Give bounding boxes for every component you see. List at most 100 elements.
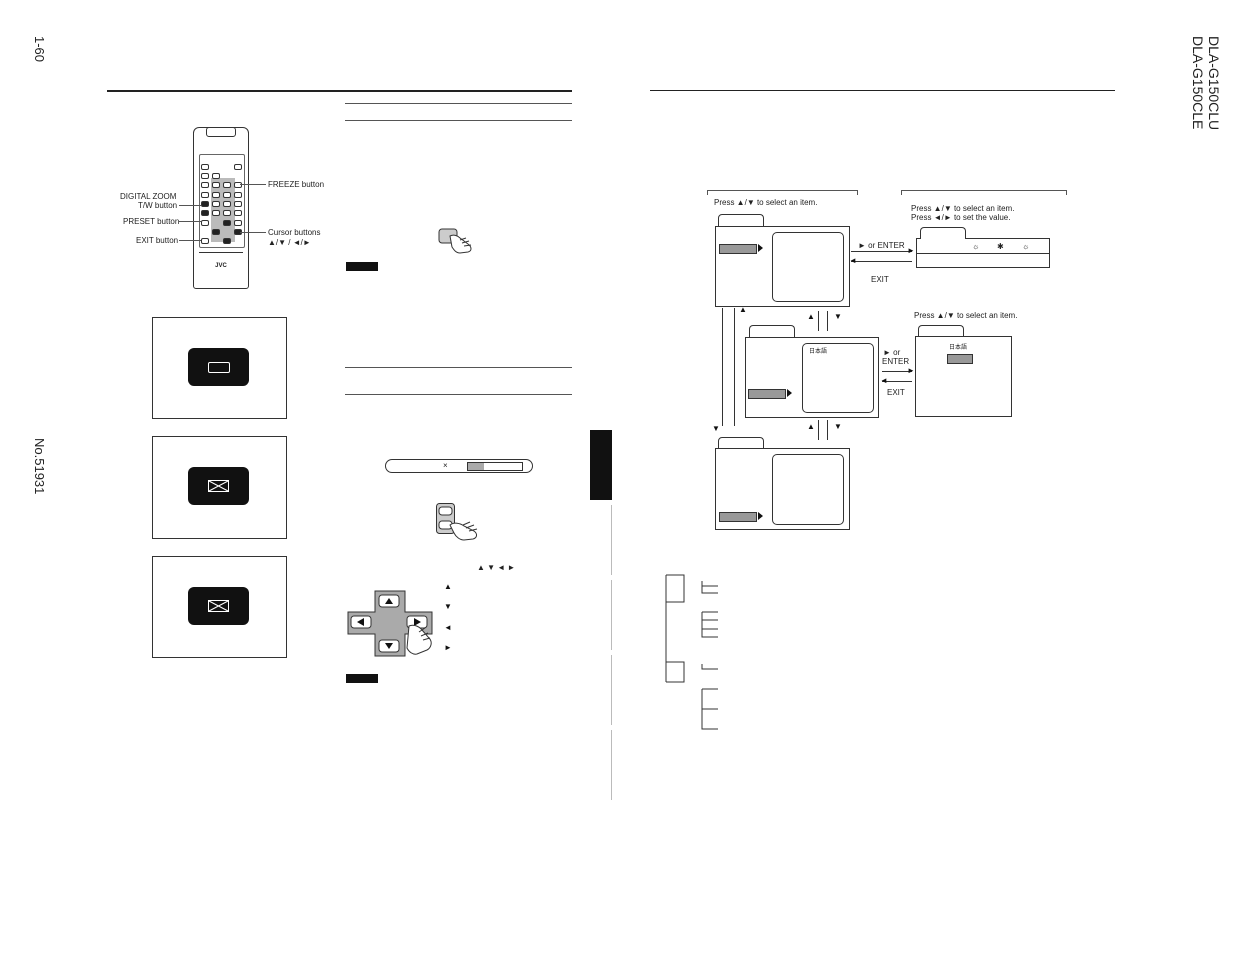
flow-arrow-right — [882, 371, 912, 372]
freeze-button[interactable] — [223, 182, 231, 188]
cancel-icon — [208, 480, 229, 492]
selection-arrow-icon — [758, 512, 763, 520]
cursor-up-button[interactable] — [223, 220, 231, 226]
callout-line — [179, 240, 201, 241]
language-selected-item[interactable] — [947, 354, 973, 364]
menu-folder-tab — [749, 325, 795, 339]
digital-zoom-button[interactable] — [201, 210, 209, 216]
remote-button[interactable] — [201, 182, 209, 188]
main-menu-caption: Press ▲/▼ to select an item. — [714, 198, 818, 207]
menu-selected-item[interactable] — [719, 244, 757, 254]
language-caption: Press ▲/▼ to select an item. — [914, 311, 1018, 320]
screen-illustration-3 — [152, 556, 287, 658]
section-tab-divider-1 — [611, 505, 612, 575]
preset-label: PRESET button — [123, 217, 180, 226]
remote-button[interactable] — [234, 182, 242, 188]
remote-button[interactable] — [234, 164, 242, 170]
remote-button[interactable] — [201, 173, 209, 179]
enter-label: ENTER — [882, 357, 910, 366]
flow-arrow-down — [827, 420, 828, 440]
remote-button[interactable] — [212, 182, 220, 188]
brightness-dim-icon: ☼ — [972, 242, 980, 251]
submenu-caption-1: Press ▲/▼ to select an item. — [911, 204, 1015, 213]
remote-button[interactable] — [223, 210, 231, 216]
menu-tree — [664, 572, 724, 737]
bracket-left-end — [857, 190, 858, 195]
flow-arrow-long-up — [722, 308, 723, 426]
cursor-list-right: ► — [444, 643, 452, 652]
menu-pane — [772, 454, 844, 525]
model-name-2: DLA-G150CLE — [1190, 36, 1206, 130]
menu-selected-item[interactable] — [748, 389, 786, 399]
exit-label-1: EXIT — [871, 275, 889, 284]
remote-button[interactable] — [234, 201, 242, 207]
cursor-list-left: ◄ — [444, 623, 452, 632]
menu-pane: 日本語 — [802, 343, 874, 413]
section-tab-divider-2 — [611, 580, 612, 650]
remote-button[interactable] — [234, 220, 242, 226]
zoom-level-fill — [468, 463, 485, 470]
remote-button[interactable] — [212, 201, 220, 207]
section-rule-2 — [345, 120, 572, 121]
value-adjust-window: ☼ ✱ ☼ — [916, 227, 1050, 268]
remote-control: JVC — [193, 127, 249, 289]
callout-line — [179, 221, 201, 222]
menu-selected-item[interactable] — [719, 512, 757, 522]
preset-button[interactable] — [201, 220, 209, 226]
screen-illustration-2 — [152, 436, 287, 539]
cursor-list-up: ▲ — [444, 582, 452, 591]
selection-arrow-icon — [787, 389, 792, 397]
up-arrow-icon: ▲ — [807, 422, 815, 431]
main-menu-window-1 — [715, 226, 850, 307]
remote-button[interactable] — [201, 192, 209, 198]
screen-display — [188, 467, 249, 505]
remote-button[interactable] — [212, 173, 220, 179]
section-tab-divider-4 — [611, 730, 612, 800]
cursor-down-button[interactable] — [223, 238, 231, 244]
remote-button[interactable] — [212, 210, 220, 216]
main-menu-window-2: 日本語 — [745, 337, 879, 418]
callout-line — [179, 205, 201, 206]
remote-top-bar — [206, 127, 236, 137]
digital-zoom-label-2: T/W button — [138, 201, 178, 210]
menu-folder-tab — [918, 325, 964, 338]
arrowhead-right-icon: ► — [907, 246, 915, 255]
bracket-right-end — [901, 190, 902, 195]
brightness-mid-icon: ✱ — [997, 242, 1004, 251]
section-tab-active — [590, 430, 612, 500]
remote-button[interactable] — [234, 192, 242, 198]
remote-button[interactable] — [234, 210, 242, 216]
remote-button[interactable] — [223, 192, 231, 198]
flow-arrow-right — [851, 251, 912, 252]
remote-divider — [199, 252, 243, 253]
cursor-left-button[interactable] — [212, 229, 220, 235]
screen-display — [188, 348, 249, 386]
japanese-option: 日本語 — [809, 349, 828, 355]
section-tab-divider-3 — [611, 655, 612, 725]
exit-label: EXIT button — [136, 236, 179, 245]
language-window: 日本語 — [915, 336, 1012, 417]
remote-brand-logo: JVC — [215, 263, 227, 269]
cursor-list-down: ▼ — [444, 602, 452, 611]
flow-arrow-up — [818, 311, 819, 331]
remote-button[interactable] — [212, 192, 220, 198]
callout-line — [240, 184, 266, 185]
cursor-pad-illustration — [347, 590, 437, 663]
cursor-label: Cursor buttons — [268, 228, 321, 237]
section-rule-1 — [345, 103, 572, 104]
menu-folder-tab — [718, 437, 764, 450]
flow-arrow-left — [851, 261, 912, 262]
flow-arrow-left — [882, 381, 912, 382]
submenu-caption-2: Press ◄/► to set the value. — [911, 213, 1011, 222]
flow-arrow-long-down — [734, 308, 735, 426]
note-badge — [346, 674, 378, 683]
remote-button[interactable] — [201, 164, 209, 170]
zoom-buttons-hand-icon — [436, 503, 496, 546]
remote-panel — [199, 154, 245, 248]
digital-zoom-button[interactable] — [201, 201, 209, 207]
zoom-multiplier: × — [443, 461, 448, 470]
selection-arrow-icon — [758, 244, 763, 252]
exit-button[interactable] — [201, 238, 209, 244]
exit-label-2: EXIT — [887, 388, 905, 397]
remote-button[interactable] — [223, 201, 231, 207]
